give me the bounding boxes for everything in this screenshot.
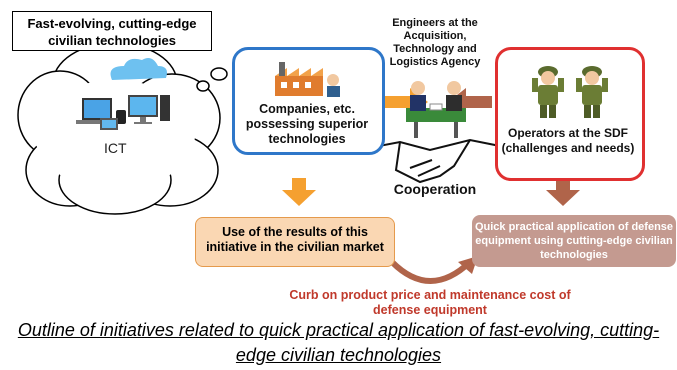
bubble-title-box: Fast-evolving, cutting-edge civilian tec… — [12, 11, 212, 51]
ict-devices-icon — [76, 58, 170, 130]
bubble-title: Fast-evolving, cutting-edge civilian tec… — [27, 16, 197, 48]
factory-icon — [275, 62, 340, 97]
civilian-result-text: Use of the results of this initiative in… — [206, 225, 384, 254]
defense-result-box: Quick practical application of defense e… — [472, 215, 676, 267]
soldiers-icon — [532, 66, 608, 118]
engineers-label: Engineers at the Acquisition, Technology… — [389, 17, 481, 68]
handshake-icon — [357, 138, 521, 184]
operators-label: Operators at the SDF (challenges and nee… — [501, 126, 635, 155]
companies-label: Companies, etc. possessing superior tech… — [245, 102, 369, 146]
engineers-meeting-icon — [406, 81, 466, 138]
cooperation-label: Cooperation — [393, 181, 477, 197]
defense-result-text: Quick practical application of defense e… — [474, 221, 674, 261]
civilian-result-box: Use of the results of this initiative in… — [195, 217, 395, 267]
curb-label: Curb on product price and maintenance co… — [289, 288, 571, 317]
caption: Outline of initiatives related to quick … — [17, 320, 660, 365]
operators-box: Operators at the SDF (challenges and nee… — [495, 47, 645, 181]
companies-box: Companies, etc. possessing superior tech… — [232, 47, 385, 155]
ict-label: ICT — [104, 140, 127, 156]
